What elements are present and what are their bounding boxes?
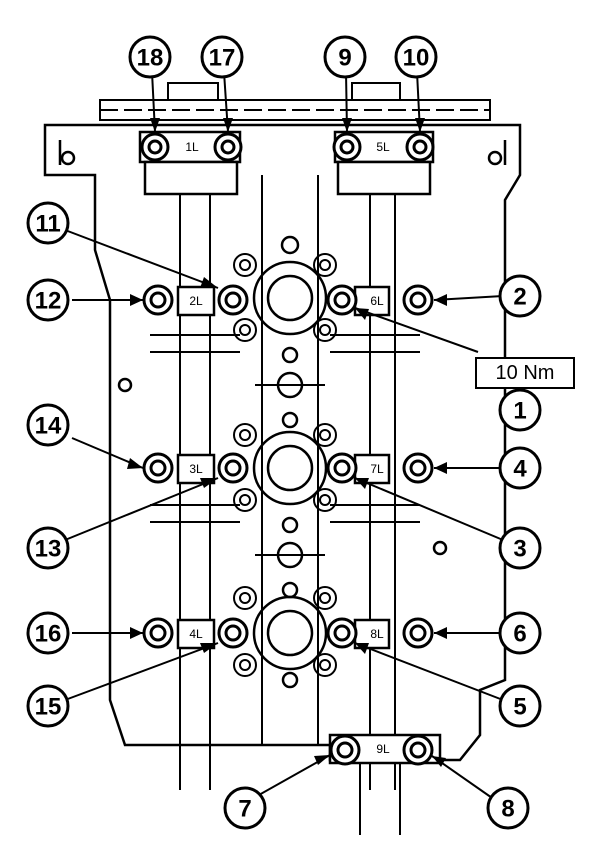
cap-label-2L: 2L (189, 294, 203, 308)
svg-text:10: 10 (403, 45, 430, 72)
callout-10: 10 (394, 35, 438, 79)
svg-text:17: 17 (209, 45, 236, 72)
callout-3: 3 (498, 526, 542, 570)
svg-text:12: 12 (35, 288, 62, 315)
svg-text:5: 5 (513, 694, 526, 721)
arrow-heads (127, 118, 447, 767)
svg-text:15: 15 (35, 694, 62, 721)
svg-text:2: 2 (513, 284, 526, 311)
callouts: 18 17 9 10 11 12 2 1 14 4 13 3 16 6 15 5… (26, 35, 542, 830)
cap-labels: 1L 5L 2L 6L 3L 7L 4L 8L 9L (185, 140, 390, 756)
svg-text:18: 18 (137, 45, 164, 72)
callout-17: 17 (200, 35, 244, 79)
cap-label-1L: 1L (185, 140, 199, 154)
svg-text:1: 1 (513, 398, 526, 425)
svg-text:6: 6 (513, 621, 526, 648)
svg-text:13: 13 (35, 536, 62, 563)
callout-4: 4 (498, 446, 542, 490)
callout-5: 5 (498, 684, 542, 728)
cap-label-4L: 4L (189, 627, 203, 641)
cap-2L (176, 285, 216, 317)
callout-11: 11 (26, 201, 70, 245)
cap-label-6L: 6L (370, 294, 384, 308)
bolts (140, 132, 435, 766)
callout-16: 16 (26, 611, 70, 655)
torque-note: 10 Nm (475, 357, 575, 389)
svg-text:4: 4 (513, 456, 527, 483)
svg-text:14: 14 (35, 413, 62, 440)
callout-12: 12 (26, 278, 70, 322)
callout-14: 14 (26, 403, 70, 447)
callout-2: 2 (498, 274, 542, 318)
callout-7: 7 (223, 786, 267, 830)
valve-springs (233, 253, 337, 677)
svg-text:9: 9 (338, 45, 351, 72)
callout-9: 9 (323, 35, 367, 79)
head-body (43, 82, 522, 835)
callout-15: 15 (26, 684, 70, 728)
torque-label: 10 Nm (496, 362, 555, 384)
leader-lines (64, 71, 504, 801)
cap-label-7L: 7L (370, 462, 384, 476)
cap-label-9L: 9L (376, 742, 390, 756)
cap-label-8L: 8L (370, 627, 384, 641)
svg-text:16: 16 (35, 621, 62, 648)
callout-6: 6 (498, 611, 542, 655)
callout-1: 1 (498, 388, 542, 432)
svg-text:7: 7 (238, 796, 251, 823)
svg-text:8: 8 (501, 796, 514, 823)
cap-4L (176, 618, 216, 650)
svg-text:11: 11 (35, 211, 60, 238)
callout-18: 18 (128, 35, 172, 79)
callout-8: 8 (486, 786, 530, 830)
cap-label-5L: 5L (376, 140, 390, 154)
cap-label-3L: 3L (189, 462, 203, 476)
callout-13: 13 (26, 526, 70, 570)
svg-text:3: 3 (513, 536, 526, 563)
